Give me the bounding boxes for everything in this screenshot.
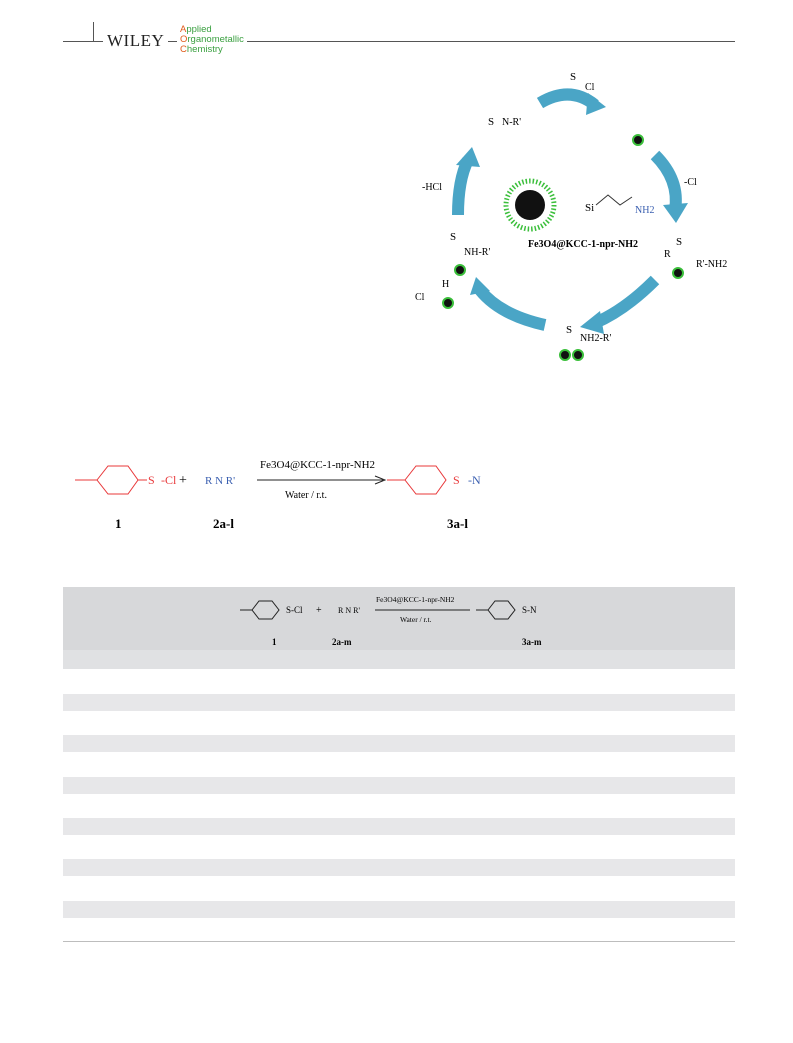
table-reactant-structure: [240, 600, 280, 620]
scheme-conditions: Water / r.t.: [285, 490, 327, 501]
minus-cl-label: -Cl: [684, 177, 697, 188]
table-row: [63, 777, 735, 794]
catalyst-dot-bottom-right: [572, 349, 584, 361]
scheme-label-3: 3a-l: [447, 516, 468, 531]
catalyst-amine: NH2: [635, 205, 654, 216]
cycle-arrow-bottom-right: [592, 275, 660, 329]
chloride-label: Cl: [415, 292, 425, 303]
table-row: [63, 859, 735, 876]
scheme-catalyst: Fe3O4@KCC-1-npr-NH2: [260, 459, 375, 471]
table-product-structure: [476, 600, 516, 620]
amine-structure: R N R': [205, 475, 235, 487]
reaction-scheme: S -Cl + R N R' Fe3O4@KCC-1-npr-NH2 Water…: [75, 459, 481, 531]
reaction-arrowhead: [374, 475, 387, 485]
left-intermediate-nh: NH-R': [464, 247, 490, 258]
table-subheader: [63, 650, 735, 669]
journal-word-1: pplied: [186, 24, 212, 35]
cycle-arrowhead-right: [663, 203, 688, 223]
amine-reagent-label: R'-NH2: [696, 259, 727, 270]
top-sulfonyl-s: S: [570, 71, 576, 83]
table-catalyst: Fe3O4@KCC-1-npr-NH2: [376, 595, 455, 604]
journal-initial-c: C: [180, 44, 187, 55]
cycle-arrow-bottom-left: [475, 286, 547, 331]
table-label-3: 3a-m: [522, 637, 542, 647]
left-sulfonamide-s: S: [488, 116, 494, 128]
journal-initial-a: A: [180, 24, 187, 35]
product-structure: [387, 465, 447, 495]
left-sulfonamide-n: N-R': [502, 117, 521, 128]
table-label-1: 1: [272, 637, 277, 647]
catalyst-dot-bottom-left: [559, 349, 571, 361]
table-conditions: Water / r.t.: [400, 615, 432, 624]
header-tick: [93, 22, 94, 42]
table-row: [63, 901, 735, 918]
journal-initial-o: O: [180, 34, 188, 45]
table-header-scheme: S-Cl + R N R' Fe3O4@KCC-1-npr-NH2 Water …: [240, 595, 542, 647]
plus-sign: +: [179, 473, 187, 488]
mechanism-diagram: Si NH2 Fe3O4@KCC-1-npr-NH2 S Cl S N-R' -…: [415, 71, 727, 361]
catalyst-dot-left: [454, 264, 466, 276]
journal-logo: Applied Organometallic Chemistry: [177, 25, 247, 55]
bottom-intermediate-nh2: NH2-R': [580, 333, 611, 344]
table-amine: R N R': [338, 606, 360, 615]
right-intermediate-r: R: [664, 249, 671, 260]
product-sulfur: S: [453, 473, 460, 487]
cycle-arrowhead-bottom-right: [580, 311, 604, 334]
table-row: [63, 735, 735, 752]
catalyst-label: Fe3O4@KCC-1-npr-NH2: [528, 239, 638, 250]
catalyst-silica-si: Si: [585, 202, 594, 214]
cycle-arrow-top: [536, 88, 599, 110]
table-label-2: 2a-m: [332, 637, 352, 647]
table-reactant-s: S-Cl: [286, 605, 303, 615]
table-plus: +: [316, 605, 322, 616]
top-sulfonyl-cl: Cl: [585, 82, 595, 93]
cycle-arrowhead-bottom-left: [470, 277, 490, 295]
left-intermediate-s: S: [450, 231, 456, 243]
reactant-sulfur: S: [148, 473, 155, 487]
table-header: [63, 587, 735, 650]
proton-label: H: [442, 279, 449, 290]
table-product-s: S-N: [522, 605, 537, 615]
cycle-arrowhead-top: [586, 93, 606, 115]
reactant-cl: -Cl: [161, 473, 177, 487]
catalyst-dot-right: [672, 267, 684, 279]
cycle-arrowhead-left: [456, 147, 480, 167]
sulfonyl-chloride-structure: [75, 465, 147, 495]
catalyst-dot-top-right: [632, 134, 644, 146]
product-n: -N: [468, 473, 481, 487]
table-row: [63, 818, 735, 835]
catalyst-dot-proton: [442, 297, 454, 309]
catalyst-particle: [503, 178, 557, 232]
right-intermediate-s: S: [676, 236, 682, 248]
journal-word-3: hemistry: [186, 44, 223, 55]
cycle-arrow-left: [452, 157, 474, 216]
table-bottom-rule: [63, 941, 735, 942]
table-row: [63, 694, 735, 711]
scheme-label-1: 1: [115, 516, 122, 531]
publisher-logo: WILEY: [103, 31, 169, 51]
bottom-intermediate-s: S: [566, 324, 572, 336]
cycle-arrow-right: [650, 150, 682, 211]
catalyst-linker: [595, 194, 633, 206]
header-rule: [63, 41, 735, 42]
minus-hcl-label: -HCl: [422, 182, 442, 193]
scheme-label-2: 2a-l: [213, 516, 234, 531]
journal-word-2: rganometallic: [187, 34, 244, 45]
